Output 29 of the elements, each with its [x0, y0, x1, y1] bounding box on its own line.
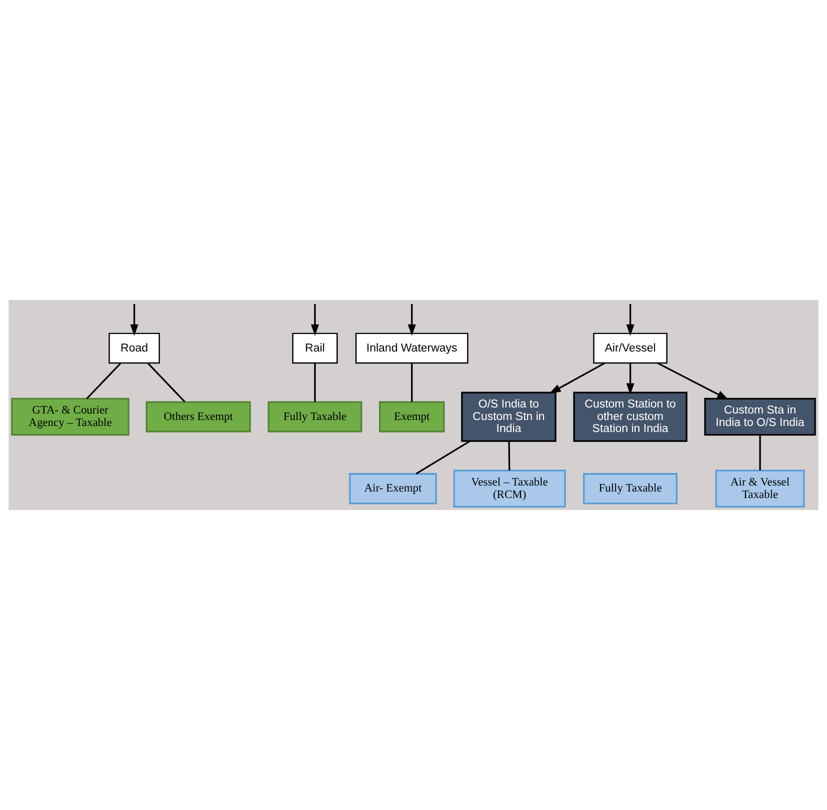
- node-box: Air- Exempt: [349, 473, 437, 504]
- arrow: [549, 362, 606, 394]
- node-box: Air & Vessel Taxable: [715, 470, 805, 508]
- arrow: [626, 363, 634, 395]
- node-box: Fully Taxable: [583, 473, 678, 504]
- arrow: [626, 304, 634, 336]
- connector: [508, 441, 510, 471]
- arrow: [310, 304, 319, 336]
- node-box: Road: [108, 332, 160, 364]
- connector: [759, 434, 761, 470]
- node-box: Others Exempt: [146, 401, 251, 432]
- node-box: Vessel – Taxable (RCM): [453, 470, 566, 508]
- node-box: O/S India to Custom Stn in India: [461, 392, 556, 442]
- node-box: Rail: [292, 332, 338, 364]
- arrow: [408, 304, 416, 336]
- node-box: Air/Vessel: [593, 332, 668, 364]
- node-box: Exempt: [379, 401, 445, 432]
- node-box: Custom Sta in India to O/S India: [704, 398, 816, 436]
- connector: [86, 362, 122, 400]
- node-box: Fully Taxable: [268, 401, 362, 432]
- arrow: [130, 304, 138, 336]
- node-box: GTA- & Courier Agency – Taxable: [11, 398, 130, 436]
- arrow: [657, 362, 729, 400]
- connector: [411, 363, 413, 402]
- connector: [416, 440, 470, 475]
- node-box: Custom Station to other custom Station in India: [573, 392, 688, 442]
- connector: [147, 362, 186, 402]
- node-box: Inland Waterways: [355, 332, 468, 364]
- connector: [314, 363, 316, 402]
